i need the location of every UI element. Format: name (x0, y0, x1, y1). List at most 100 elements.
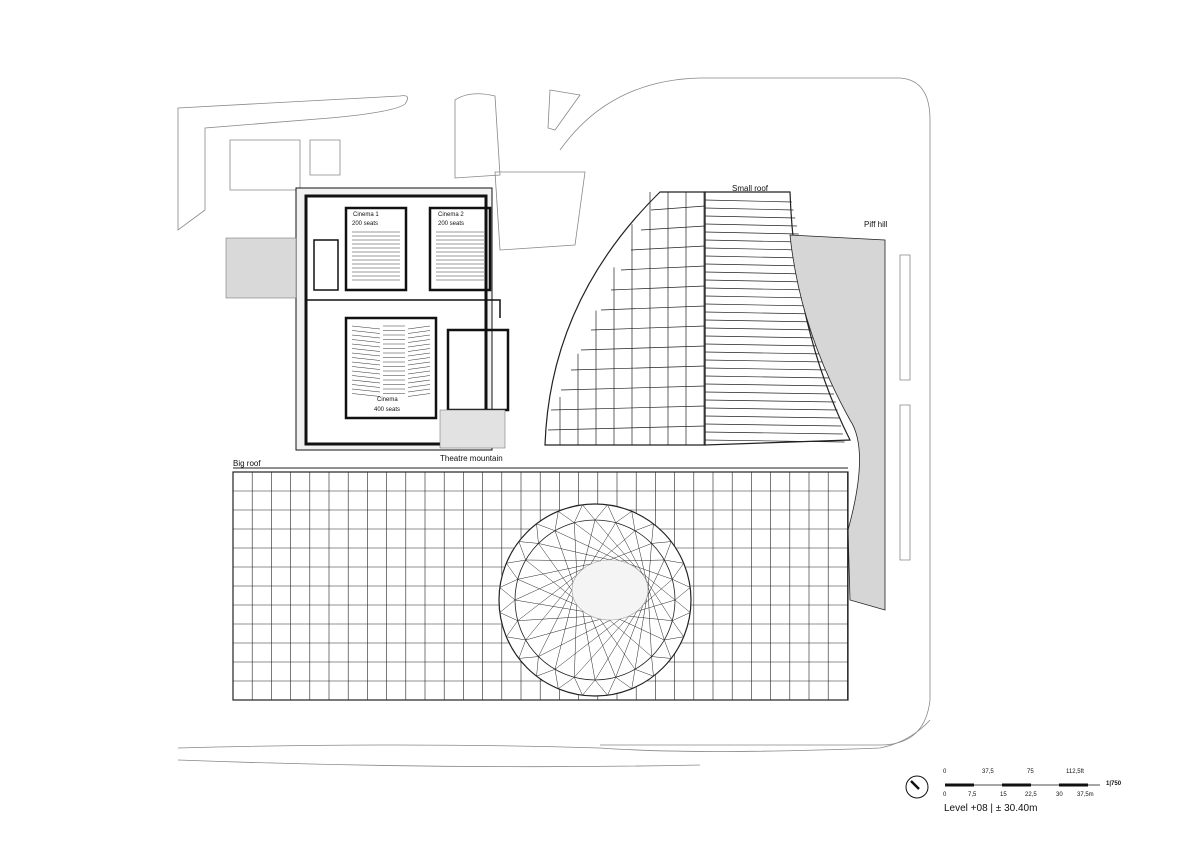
drawing-line (407, 370, 431, 375)
drawing-line (704, 391, 835, 395)
drawing-line (560, 385, 706, 391)
scale-ratio: 1|750 (1106, 781, 1122, 787)
drawing-line (407, 384, 431, 388)
drawing-line (590, 522, 616, 565)
scale-bar (905, 775, 1100, 799)
drawing-line (646, 559, 665, 599)
drawing-line (580, 345, 706, 351)
drawing-line (634, 669, 654, 677)
scale-tick-ft: 75 (1027, 769, 1034, 775)
theatre-building (295, 187, 510, 451)
cinema-seats: 400 seats (374, 407, 401, 413)
drawing-line (664, 636, 684, 641)
drawing-line (351, 339, 381, 343)
drawing-line (599, 618, 636, 670)
drawing-line (536, 656, 539, 677)
drawing-line (506, 559, 526, 564)
drawing-line (704, 383, 833, 387)
terrace-hatch (225, 237, 297, 299)
drawing-line (407, 388, 431, 393)
drawing-line (704, 351, 826, 355)
drawing-line (628, 615, 673, 621)
drawing-line (704, 247, 803, 251)
drawing-line (407, 352, 431, 357)
drawing-line (351, 325, 381, 330)
scale-tick-ft: 112,5ft (1066, 769, 1084, 775)
drawing-line (704, 231, 799, 235)
drawing-line (704, 431, 843, 435)
drawing-line (518, 656, 539, 659)
drawing-line (554, 511, 559, 531)
level-label: Level +08 | ± 30.40m (944, 803, 1038, 814)
scale-tick-m: 7,5 (968, 792, 977, 798)
drawing-line (704, 319, 819, 323)
drawing-line (651, 656, 672, 659)
drawing-line (704, 343, 824, 347)
drawing-line (547, 425, 706, 431)
drawing-line (407, 357, 431, 361)
drawing-line (634, 523, 654, 531)
drawing-line (407, 379, 431, 384)
drawing-line (704, 407, 838, 411)
drawing-line (704, 287, 812, 291)
drawing-line (704, 327, 820, 331)
drawing-line (651, 541, 672, 544)
drawing-line (407, 361, 431, 366)
small-roof-label: Small roof (732, 184, 769, 193)
drawing-line (672, 579, 691, 588)
scale-tick-ft: 0 (943, 769, 947, 775)
drawing-line (704, 271, 808, 275)
drawing-line (615, 677, 632, 689)
dome (498, 503, 692, 697)
drawing-line (351, 366, 381, 370)
drawing-line (582, 679, 596, 696)
drawing-line (506, 636, 526, 641)
big-roof-label: Big roof (233, 459, 261, 468)
big-roof (232, 467, 849, 701)
drawing-line (499, 612, 518, 621)
scale-tick-m: 15 (1000, 792, 1007, 798)
drawing-line (574, 504, 583, 523)
drawing-line (704, 215, 796, 219)
site-context (177, 77, 931, 768)
drawing-line (634, 530, 648, 583)
drawing-line (594, 679, 608, 696)
drawing-line (499, 579, 518, 588)
drawing-line (631, 511, 636, 531)
drawing-line (517, 615, 592, 621)
drawing-line (407, 330, 431, 334)
drawing-line (407, 343, 431, 348)
drawing-line (647, 589, 652, 657)
cinema1-name: Cinema 1 (353, 212, 379, 218)
drawing-line (554, 618, 621, 670)
drawing-line (615, 522, 644, 576)
drawing-line (554, 530, 621, 562)
drawing-line (674, 587, 691, 601)
drawing-line (351, 393, 381, 397)
drawing-line (590, 325, 706, 331)
scale-tick-m: 37,5m (1077, 792, 1094, 798)
drawing-line (704, 423, 842, 427)
drawing-line (704, 207, 794, 211)
drawing-line (407, 393, 431, 397)
drawing-line (642, 574, 673, 621)
drawing-line (672, 620, 684, 637)
cinema2-seats: 200 seats (438, 221, 465, 227)
drawing-line (594, 610, 638, 681)
north-arrow-icon (910, 780, 920, 790)
drawing-line (574, 522, 578, 576)
drawing-line (351, 388, 381, 393)
drawing-line (538, 543, 611, 561)
drawing-line (704, 367, 829, 371)
drawing-line (506, 620, 518, 637)
terrace-hatch (439, 409, 506, 449)
drawing-line (517, 574, 578, 621)
scale-tick-m: 30 (1056, 792, 1063, 798)
drawing-line (672, 612, 691, 621)
drawing-line (615, 604, 644, 678)
small-roof (544, 191, 851, 446)
drawing-line (600, 305, 706, 311)
drawing-line (525, 559, 574, 599)
drawing-line (558, 511, 575, 523)
